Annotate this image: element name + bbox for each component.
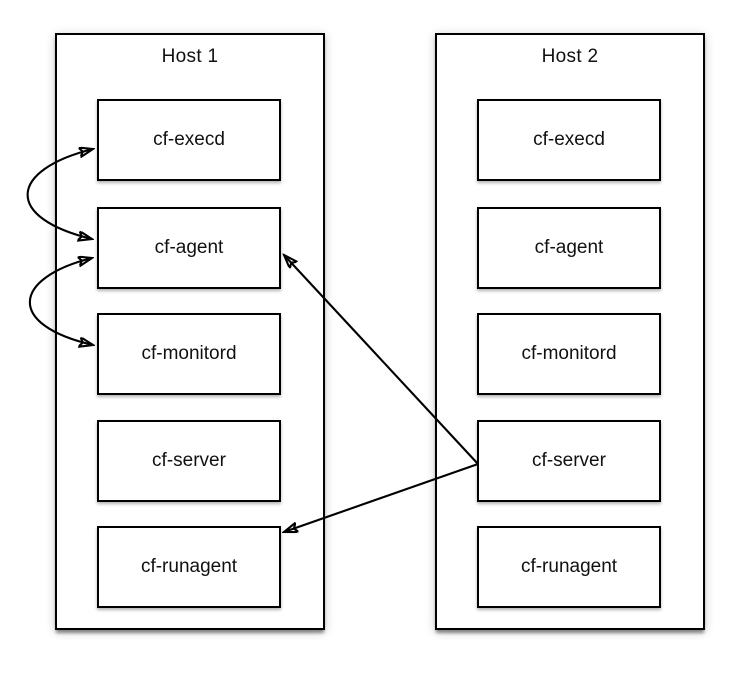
host-1-title: Host 1 bbox=[161, 46, 219, 67]
process-box-host1-cf-runagent: cf-runagent bbox=[97, 526, 281, 608]
process-box-host1-cf-agent: cf-agent bbox=[97, 207, 281, 289]
host-1-box: Host 1 cf-execd cf-agent cf-monitord cf-… bbox=[55, 33, 325, 630]
process-box-host2-cf-monitord: cf-monitord bbox=[477, 313, 661, 395]
host-2-title: Host 2 bbox=[541, 46, 599, 67]
process-box-host1-cf-monitord: cf-monitord bbox=[97, 313, 281, 395]
process-box-host1-cf-server: cf-server bbox=[97, 420, 281, 502]
process-box-host2-cf-execd: cf-execd bbox=[477, 99, 661, 181]
process-box-host2-cf-runagent: cf-runagent bbox=[477, 526, 661, 608]
process-box-host2-cf-server: cf-server bbox=[477, 420, 661, 502]
process-box-host2-cf-agent: cf-agent bbox=[477, 207, 661, 289]
process-box-host1-cf-execd: cf-execd bbox=[97, 99, 281, 181]
host-2-box: Host 2 cf-execd cf-agent cf-monitord cf-… bbox=[435, 33, 705, 630]
